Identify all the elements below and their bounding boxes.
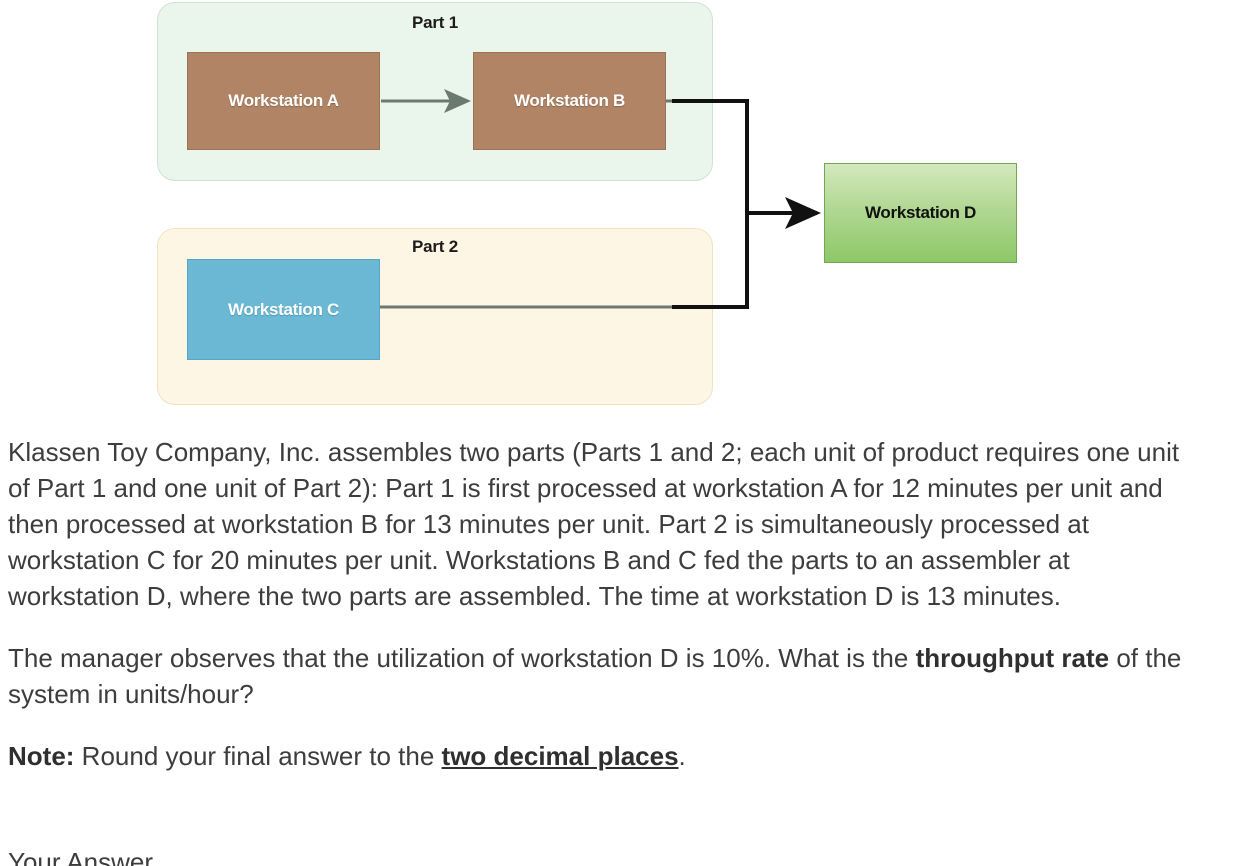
connector-lines <box>380 89 821 309</box>
question-suffix: of the system in units/hour? <box>8 643 1182 709</box>
workstation-a-label: Workstation A <box>228 91 339 110</box>
workstation-b-node: Workstation B <box>473 52 666 150</box>
problem-question: The manager observes that the utilizatio… <box>8 640 1188 712</box>
problem-statement: Klassen Toy Company, Inc. assembles two … <box>8 434 1188 774</box>
question-prefix: The manager observes that the utilizatio… <box>8 643 916 673</box>
note-label: Note: <box>8 741 75 771</box>
merge-path-bottom <box>672 213 749 309</box>
note-text-suffix: . <box>678 741 686 771</box>
workstation-a-node: Workstation A <box>187 52 380 150</box>
your-answer-text: Your Answer <box>8 848 154 866</box>
note-rounding-emphasis: two decimal places <box>441 741 679 771</box>
workstation-d-node: Workstation D <box>824 163 1017 263</box>
workstation-c-node: Workstation C <box>187 259 380 360</box>
workstation-d-label: Workstation D <box>864 203 977 222</box>
part-1-label: Part 1 <box>411 13 459 32</box>
workstation-c-label: Workstation C <box>227 299 340 319</box>
workstation-b-label: Workstation B <box>513 91 626 110</box>
problem-paragraph-1: Klassen Toy Company, Inc. assembles two … <box>8 437 1180 611</box>
problem-note: Note: Round your final answer to the two… <box>8 738 1188 774</box>
merge-path-top <box>672 99 749 213</box>
note-text-prefix: Round your final answer to the <box>74 741 442 771</box>
question-bold-term: throughput rate <box>915 643 1110 673</box>
your-answer-label-cutoff: Your Answer <box>8 848 608 866</box>
process-flow-diagram: Part 1 Part 2 Workstation A Workstation … <box>0 0 1258 425</box>
part-2-label: Part 2 <box>411 237 459 256</box>
